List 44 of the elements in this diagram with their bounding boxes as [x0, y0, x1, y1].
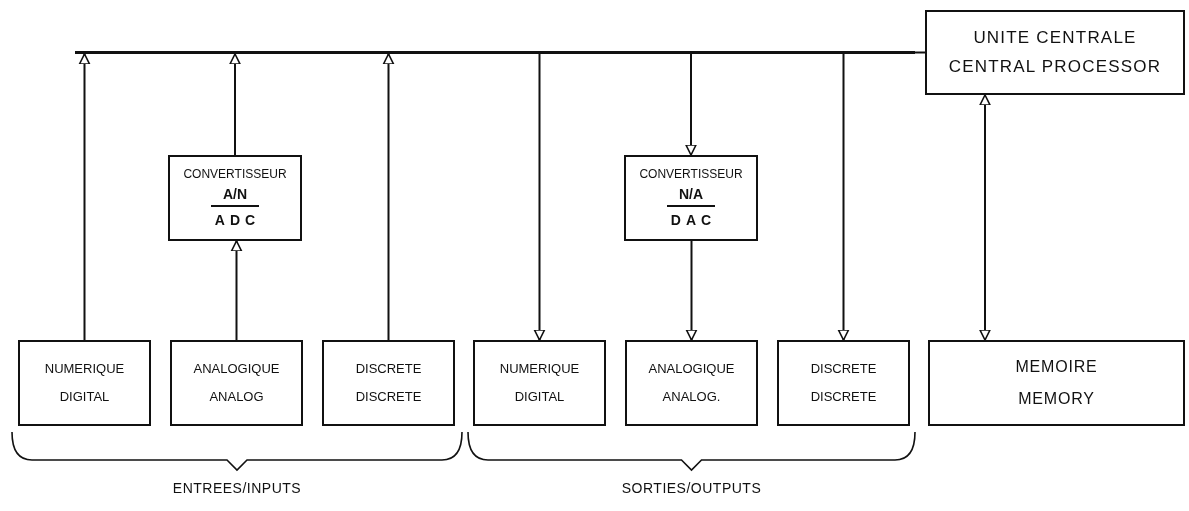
connector-arrow: [685, 53, 697, 156]
box-text: DISCRETE: [810, 390, 877, 405]
box-text: CENTRAL PROCESSOR: [948, 57, 1162, 77]
processor-box: [925, 10, 1185, 95]
group-label: SORTIES/OUTPUTS: [621, 480, 762, 496]
connector-arrow: [382, 53, 395, 341]
box-text: CONVERTISSEUR: [183, 167, 287, 181]
box-text: ANALOGIQUE: [648, 361, 735, 376]
acronym-text: ADC: [214, 213, 261, 229]
bus-line: [75, 51, 915, 54]
box-text: DISCRETE: [355, 390, 422, 405]
connector-arrow: [229, 53, 241, 156]
connector-arrow: [78, 53, 91, 341]
box-text: DIGITAL: [514, 390, 565, 405]
converter-box: [624, 155, 758, 241]
box-text: CONVERTISSEUR: [639, 167, 743, 181]
box-text: ANALOG: [209, 390, 264, 405]
connector-arrow: [230, 240, 243, 341]
io-box: [625, 340, 758, 426]
io-box: [473, 340, 606, 426]
connector-arrow: [837, 53, 850, 341]
box-text: NUMERIQUE: [499, 361, 580, 376]
connector-arrow: [979, 94, 991, 341]
box-text: ANALOGIQUE: [193, 361, 280, 376]
box-text: DISCRETE: [355, 361, 422, 376]
box-text: ANALOG.: [662, 390, 721, 405]
box-text: UNITE CENTRALE: [973, 28, 1137, 48]
io-box: [18, 340, 151, 426]
ratio-text: A/N: [210, 186, 260, 208]
connector-arrow: [533, 53, 546, 341]
acronym-text: DAC: [670, 213, 717, 229]
io-box: [322, 340, 455, 426]
converter-box: [168, 155, 302, 241]
io-box: [777, 340, 910, 426]
box-text: NUMERIQUE: [44, 361, 125, 376]
ratio-text: N/A: [666, 186, 716, 208]
group-label: ENTREES/INPUTS: [172, 480, 302, 496]
box-text: MEMORY: [1018, 390, 1095, 408]
box-text: DIGITAL: [59, 390, 110, 405]
box-text: MEMOIRE: [1015, 358, 1098, 376]
memory-box: [928, 340, 1185, 426]
connector-arrow: [685, 240, 698, 341]
io-box: [170, 340, 303, 426]
box-text: DISCRETE: [810, 361, 877, 376]
